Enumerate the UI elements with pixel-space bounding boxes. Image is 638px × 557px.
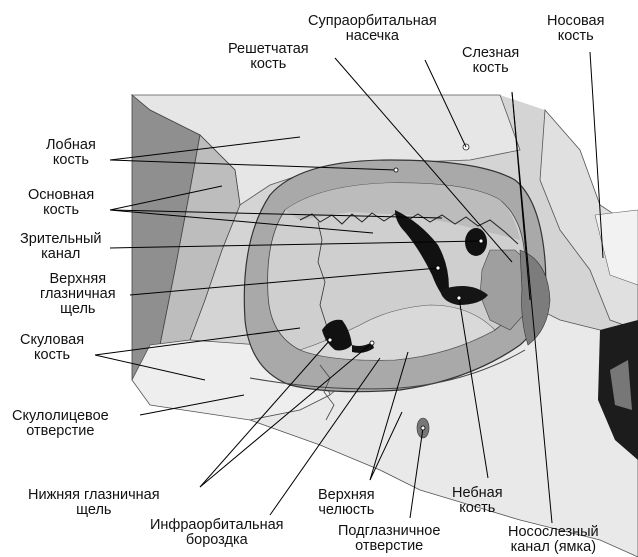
optic-canal-hole: [465, 228, 487, 256]
